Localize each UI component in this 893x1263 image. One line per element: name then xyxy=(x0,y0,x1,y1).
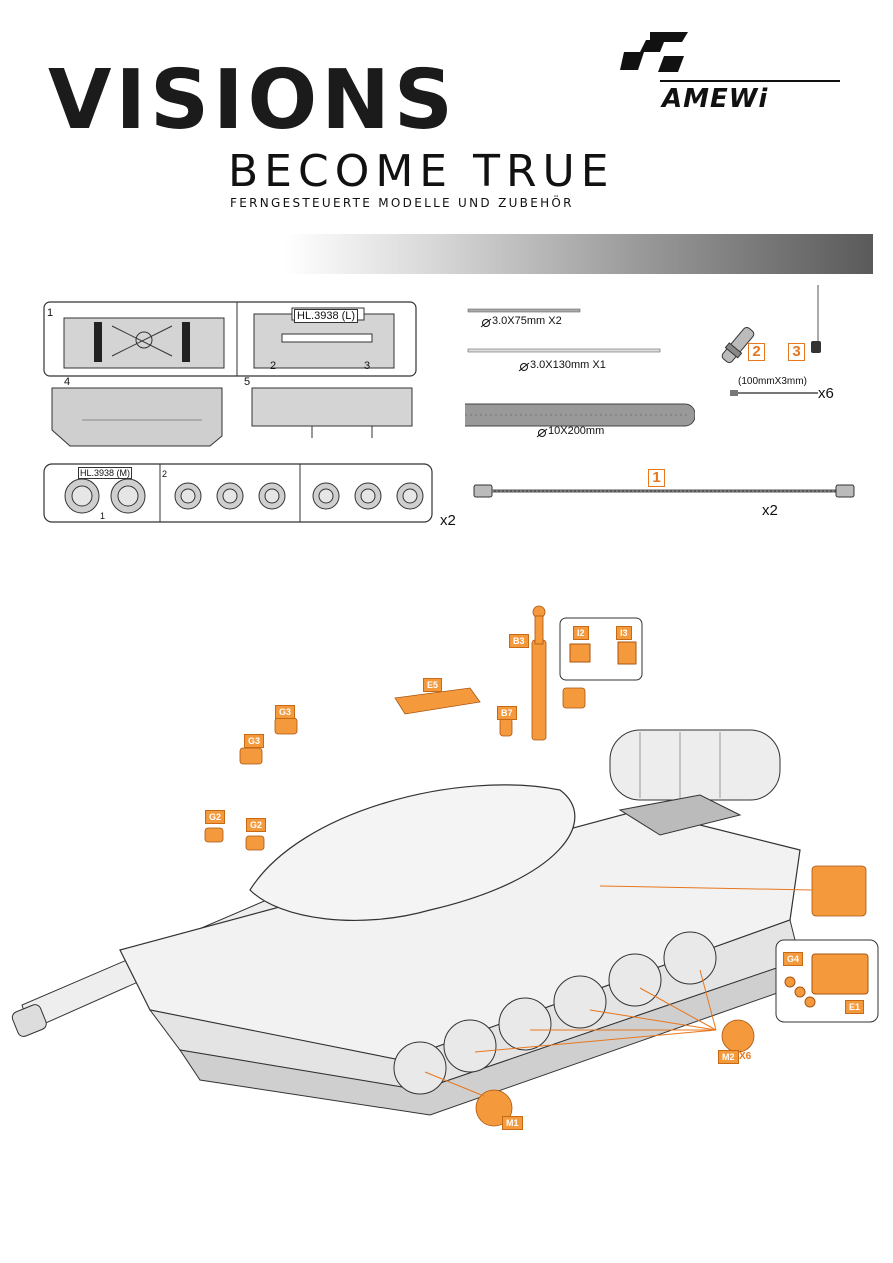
sprue-a-number: 1 xyxy=(47,307,54,319)
part-tag-g2: G2 xyxy=(205,810,226,824)
part-tag-g2: G2 xyxy=(246,818,267,832)
sprue-b-diagram xyxy=(43,463,433,523)
sprue-b-number: 2 xyxy=(162,469,168,479)
sprue-a-number: 2 xyxy=(270,360,277,372)
sprue-a-number: 3 xyxy=(364,360,371,372)
tagline: BECOME TRUE xyxy=(228,146,615,197)
part-tag-i2: I2 xyxy=(573,626,589,640)
small-parts xyxy=(721,285,821,364)
cable-quantity: x2 xyxy=(762,502,778,519)
part-tag-i3: I3 xyxy=(616,626,632,640)
part-tag-m2: M2 xyxy=(718,1050,739,1064)
part-tag-g3: G3 xyxy=(275,705,296,719)
brand-underline xyxy=(660,80,840,82)
sprue-b-number: 1 xyxy=(100,511,106,521)
diameter-icon xyxy=(480,318,492,328)
sprue-b-quantity: x2 xyxy=(440,512,456,529)
m2-quantity: X6 xyxy=(739,1051,752,1062)
subline: FERNGESTEUERTE MODELLE UND ZUBEHÖR xyxy=(230,196,574,210)
tank-assembly-diagram xyxy=(11,605,879,1127)
header-band xyxy=(285,234,873,274)
part-tag-g3: G3 xyxy=(244,734,265,748)
part-tag-m1: M1 xyxy=(502,1116,523,1130)
ties-label: (100mmX3mm) xyxy=(738,376,807,387)
part-tag-b7: B7 xyxy=(497,706,517,720)
part-tag-b3: B3 xyxy=(509,634,529,648)
rod-1-label: 3.0X75mm X2 xyxy=(492,315,562,327)
sprue-b-code: HL.3938 (M) xyxy=(78,467,133,479)
connector-cable xyxy=(473,484,855,498)
part-tag-e1: E1 xyxy=(845,1000,865,1014)
cable-tie-icon xyxy=(730,390,818,396)
sprue-a-number: 4 xyxy=(64,376,71,388)
ties-quantity: x6 xyxy=(818,385,834,402)
sprue-a-number: 5 xyxy=(244,376,251,388)
part-tag-e5: E5 xyxy=(423,678,443,692)
part-tag-g4: G4 xyxy=(783,952,804,966)
headline: VISIONS xyxy=(48,53,457,148)
rods-and-tube xyxy=(465,308,695,427)
part-3-label: 3 xyxy=(788,343,805,361)
cable-box-label: 1 xyxy=(648,469,665,487)
diameter-icon xyxy=(518,362,530,372)
rod-2-label: 3.0X130mm X1 xyxy=(530,359,606,371)
tube-label: 10X200mm xyxy=(548,425,605,437)
sprue-a-diagram xyxy=(43,301,417,447)
brand-name: AMEWi xyxy=(662,84,769,114)
diameter-icon xyxy=(536,428,548,438)
sprue-a-code: HL.3938 (L) xyxy=(294,309,359,323)
brand-logo-icon xyxy=(620,32,688,72)
part-2-label: 2 xyxy=(748,343,765,361)
